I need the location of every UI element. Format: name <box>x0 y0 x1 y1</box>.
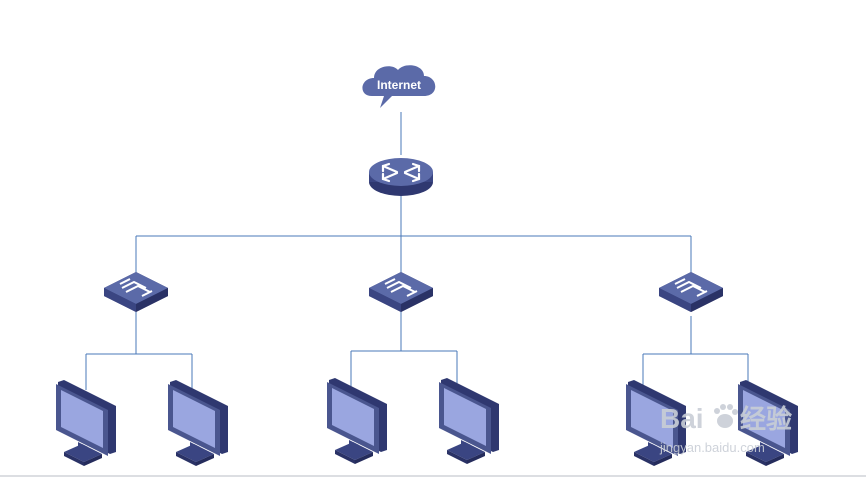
monitor-icon <box>327 378 387 464</box>
watermark-url: jingyan.baidu.com <box>659 440 765 455</box>
watermark-brand: Bai <box>660 403 704 434</box>
monitor-icon <box>56 380 116 466</box>
watermark-brand-suffix: 经验 <box>740 404 792 434</box>
router-icon <box>369 158 433 196</box>
cloud-label: Internet <box>377 78 421 92</box>
paw-icon <box>714 404 738 428</box>
switch-icon <box>103 271 169 313</box>
links <box>85 112 749 390</box>
monitor-icon <box>168 380 228 466</box>
switch-icon <box>368 271 434 313</box>
watermark: Bai 经验 jingyan.baidu.com <box>659 403 792 455</box>
cloud-icon: Internet <box>362 65 436 108</box>
monitor-icon <box>439 378 499 464</box>
switch-icon <box>658 271 724 313</box>
